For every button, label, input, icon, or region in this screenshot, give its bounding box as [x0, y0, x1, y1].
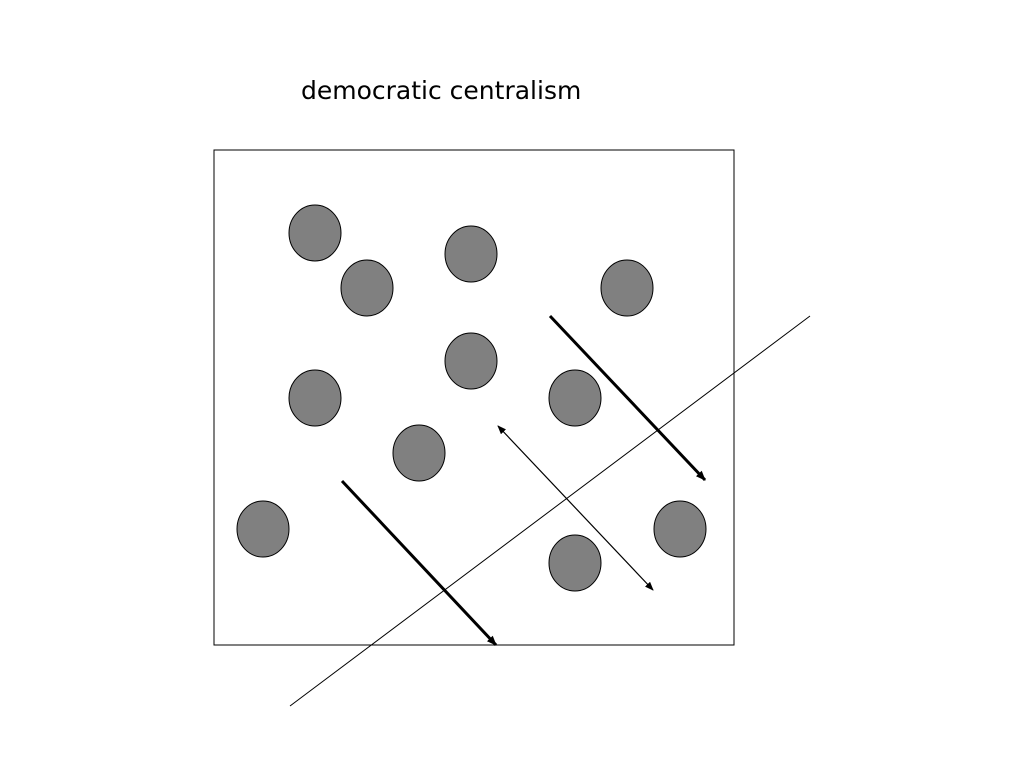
dividing-line: [289, 315, 811, 707]
member-circle: [548, 534, 602, 592]
member-circle: [236, 500, 290, 558]
member-circle: [548, 369, 602, 427]
slide-title: democratic centralism: [301, 76, 582, 105]
directive-arrow: [340, 479, 498, 647]
member-circle: [600, 259, 654, 317]
member-circle: [444, 332, 498, 390]
boundary-box: [213, 149, 735, 646]
member-circle: [392, 424, 446, 482]
member-circle: [288, 369, 342, 427]
member-circle: [444, 225, 498, 283]
directive-arrow: [548, 314, 707, 482]
member-circle: [340, 259, 394, 317]
member-circle: [288, 204, 342, 262]
two-way-arrow: [497, 425, 654, 591]
member-group: [236, 204, 707, 592]
member-circle: [653, 500, 707, 558]
